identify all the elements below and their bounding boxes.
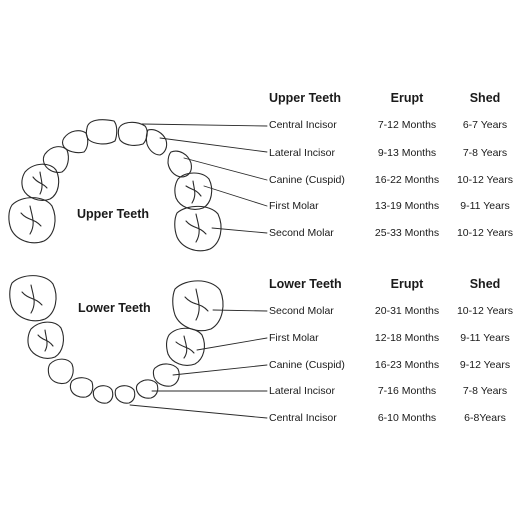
lower-header-name: Lower Teeth (269, 277, 342, 291)
shed-value: 7-8 Years (462, 147, 508, 159)
tooth-name: Canine (Cuspid) (269, 174, 345, 186)
upper-first-molar-right-groove (185, 180, 202, 204)
lower-second-molar-left (9, 275, 57, 322)
upper-header-shed: Shed (469, 91, 501, 105)
tooth-name: First Molar (269, 332, 319, 344)
leader-lower-canine (172, 364, 268, 376)
lower-header-erupt: Erupt (390, 277, 424, 291)
lower-header-shed: Shed (469, 277, 501, 291)
erupt-value: 12-18 Months (374, 332, 440, 344)
tooth-name: Lateral Incisor (269, 147, 335, 159)
lower-leader-lines (129, 309, 268, 419)
lower-canine-left (47, 358, 74, 385)
lower-second-molar-right-groove (184, 288, 209, 321)
upper-arch (8, 119, 222, 252)
shed-value: 9-12 Years (459, 359, 511, 371)
tooth-name: Second Molar (269, 227, 334, 239)
shed-value: 6-7 Years (462, 119, 508, 131)
upper-second-molar-left-groove (20, 205, 42, 235)
tooth-name: Central Incisor (269, 119, 337, 131)
tooth-name: Second Molar (269, 305, 334, 317)
erupt-value: 20-31 Months (374, 305, 440, 317)
lower-arch (9, 275, 224, 404)
upper-second-molar-right (174, 205, 222, 252)
lower-first-molar-left (27, 321, 64, 359)
upper-first-molar-right (174, 172, 213, 210)
upper-lateral-incisor-left (61, 130, 89, 154)
erupt-value: 6-10 Months (377, 412, 437, 424)
erupt-value: 16-22 Months (374, 174, 440, 186)
upper-central-incisor-left (85, 119, 118, 145)
shed-value: 6-8Years (464, 412, 506, 424)
upper-first-molar-left (21, 163, 60, 201)
upper-second-molar-right-groove (185, 213, 207, 243)
erupt-value: 9-13 Months (377, 147, 437, 159)
lower-second-molar-left-groove (21, 284, 43, 314)
lower-lateral-incisor-right (135, 379, 159, 399)
upper-header-name: Upper Teeth (269, 91, 341, 105)
leader-upper-first-molar (203, 185, 268, 207)
shed-value: 9-11 Years (460, 200, 510, 212)
upper-teeth-label: Upper Teeth (77, 207, 149, 221)
lower-teeth-label: Lower Teeth (78, 301, 151, 315)
shed-value: 10-12 Years (456, 227, 514, 239)
leader-upper-central-incisor (141, 123, 268, 127)
erupt-value: 7-12 Months (377, 119, 437, 131)
lower-first-molar-left-groove (37, 329, 54, 352)
lower-second-molar-right (172, 280, 224, 332)
upper-canine-left (42, 146, 69, 173)
tooth-name: Canine (Cuspid) (269, 359, 345, 371)
lower-lateral-incisor-left (69, 377, 94, 398)
shed-value: 9-11 Years (460, 332, 510, 344)
erupt-value: 16-23 Months (374, 359, 440, 371)
erupt-value: 25-33 Months (374, 227, 440, 239)
upper-first-molar-left-groove (32, 171, 48, 195)
erupt-value: 13-19 Months (374, 200, 440, 212)
lower-first-molar-right (166, 327, 205, 366)
lower-canine-right (152, 363, 180, 387)
shed-value: 10-12 Years (456, 305, 514, 317)
upper-header-erupt: Erupt (390, 91, 424, 105)
tooth-name: Central Incisor (269, 412, 337, 424)
upper-leader-lines (141, 123, 268, 234)
erupt-value: 7-16 Months (377, 385, 437, 397)
tooth-name: Lateral Incisor (269, 385, 335, 397)
lower-central-incisor-left (92, 385, 114, 404)
leader-upper-canine (183, 157, 268, 181)
lower-first-molar-right-groove (175, 335, 195, 359)
leader-lower-second-molar (212, 309, 268, 312)
tooth-name: First Molar (269, 200, 319, 212)
upper-second-molar-left (8, 197, 56, 244)
leader-lower-first-molar (196, 337, 268, 351)
upper-lateral-incisor-right (145, 129, 168, 156)
leader-lower-central-incisor (129, 404, 268, 419)
leader-upper-lateral-incisor (159, 137, 268, 153)
shed-value: 7-8 Years (462, 385, 508, 397)
leader-upper-second-molar (211, 227, 268, 234)
upper-central-incisor-right (117, 121, 148, 146)
shed-value: 10-12 Years (456, 174, 514, 186)
lower-central-incisor-right (114, 385, 136, 404)
